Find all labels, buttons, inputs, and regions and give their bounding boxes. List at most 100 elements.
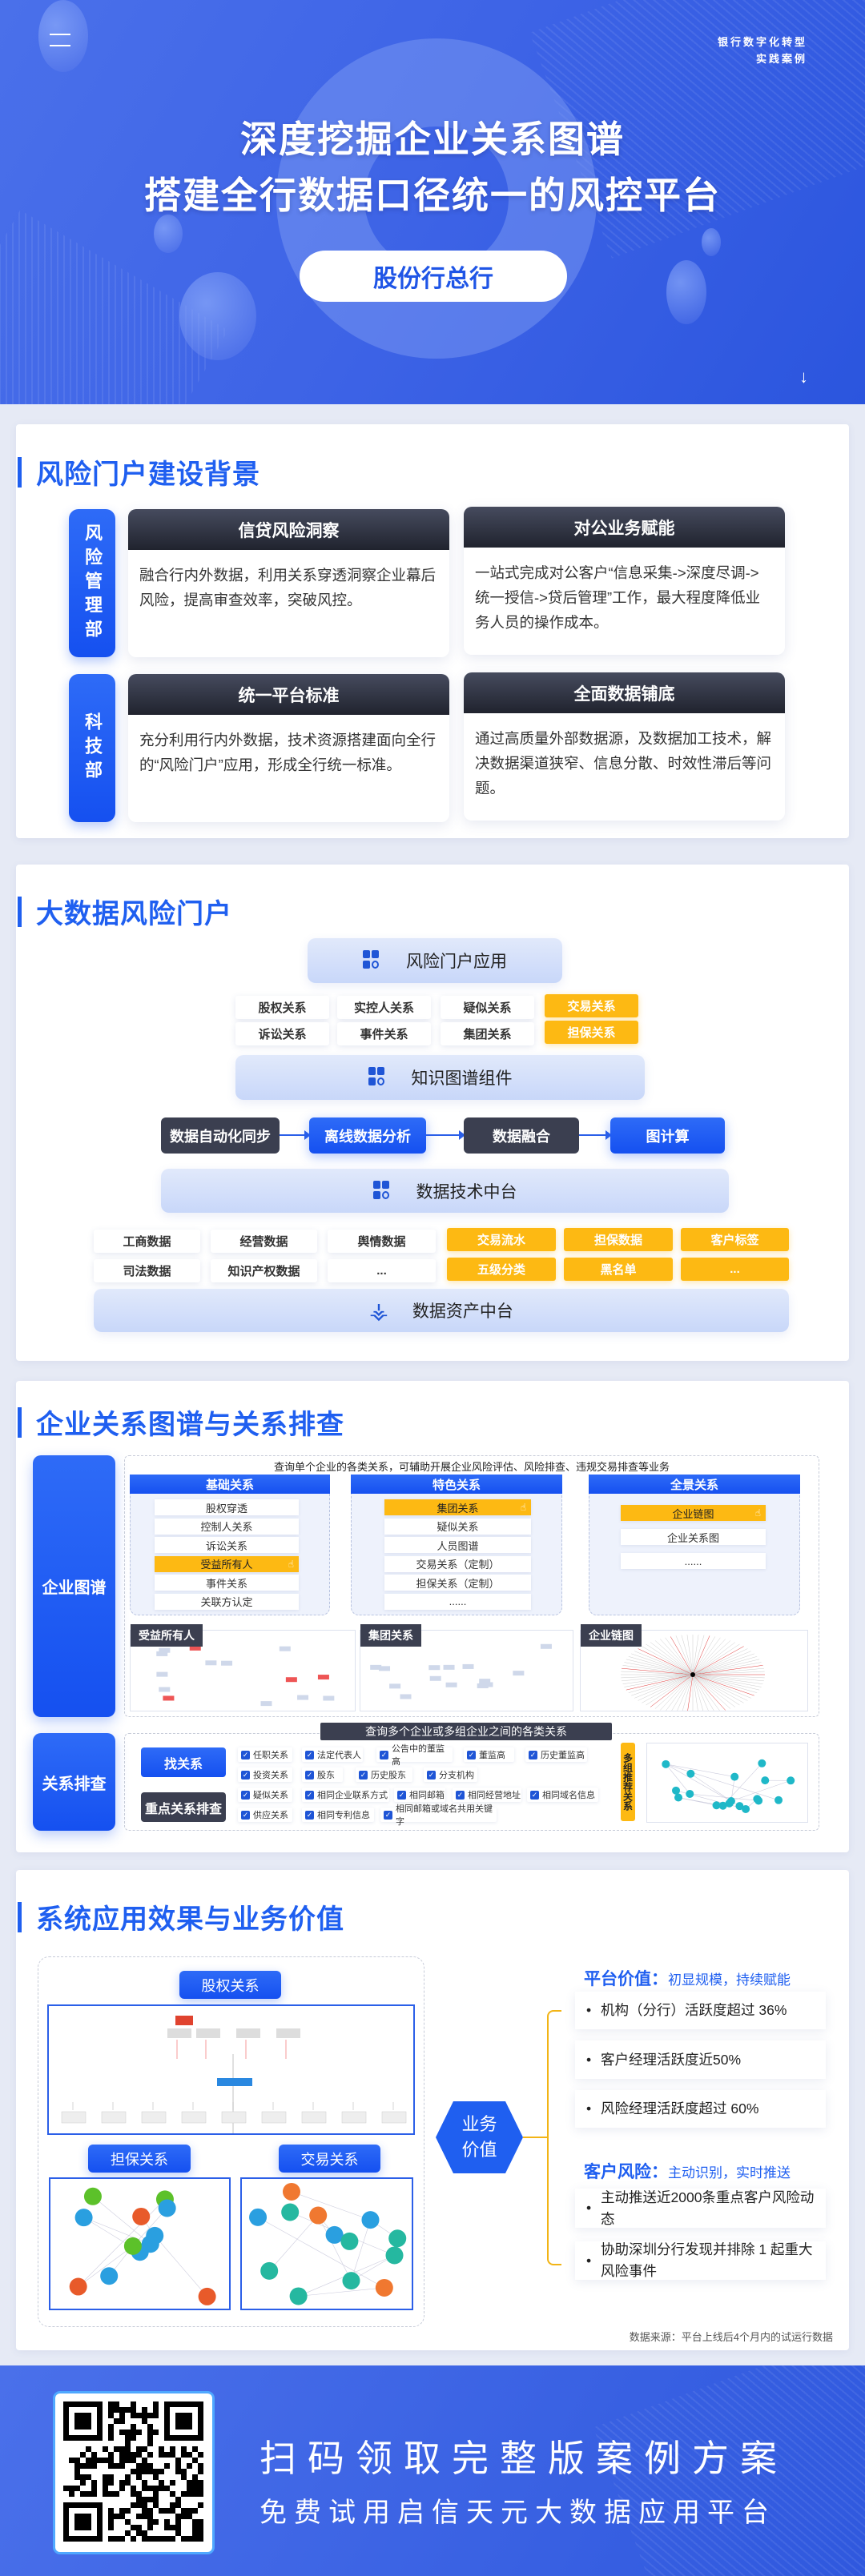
key-relation-check-button[interactable]: 重点关系排查 xyxy=(141,1792,226,1822)
scroll-down-arrow-icon[interactable]: ↓ xyxy=(799,367,808,387)
heading-text: 客户风险： xyxy=(584,2163,668,2181)
graph-node xyxy=(686,1769,695,1778)
graph-preview: 受益所有人 xyxy=(130,1624,356,1711)
graph-node xyxy=(342,2272,360,2290)
relation-option-checkbox[interactable]: ✓供应关系 xyxy=(238,1808,292,1822)
flow-arrow-icon xyxy=(280,1130,311,1140)
graph-node xyxy=(375,2278,393,2297)
graph-node xyxy=(774,1796,783,1804)
qr-code[interactable] xyxy=(55,2393,212,2552)
flow-step: 数据自动化同步 xyxy=(161,1117,280,1154)
equity-graph-image xyxy=(47,2004,415,2135)
relation-item[interactable]: ...... xyxy=(621,1553,766,1569)
option-label: 相同邮箱或域名共用关键字 xyxy=(396,1804,493,1827)
relation-item[interactable]: 交易关系（定制） xyxy=(384,1555,531,1572)
preview-label: 企业链图 xyxy=(581,1624,642,1647)
relation-item[interactable]: ...... xyxy=(384,1593,531,1610)
relation-item[interactable]: 企业关系图 xyxy=(621,1529,766,1545)
relation-option-checkbox[interactable]: ✓相同域名信息 xyxy=(527,1788,598,1802)
checkbox-checked-icon: ✓ xyxy=(241,1750,250,1759)
relation-item[interactable]: 集团关系☝ xyxy=(384,1499,531,1515)
relation-check-tab[interactable]: 关系排查 xyxy=(33,1733,115,1831)
graph-node xyxy=(282,2182,300,2201)
relation-option-checkbox[interactable]: ✓相同企业联系方式 xyxy=(302,1788,389,1802)
relation-item[interactable]: 事件关系 xyxy=(155,1575,299,1591)
relation-item[interactable]: 关联方认定 xyxy=(155,1593,299,1610)
flow-step: 数据融合 xyxy=(464,1117,579,1154)
relation-item-label: 人员图谱 xyxy=(437,1539,479,1552)
series-tag: 银行数字化转型 实践案例 xyxy=(718,34,807,67)
option-label: 相同企业联系方式 xyxy=(317,1791,388,1800)
relation-tag: 事件关系 xyxy=(337,1022,431,1045)
option-label: 股东 xyxy=(317,1771,335,1780)
menu-icon[interactable] xyxy=(50,34,70,46)
section-title: 企业关系图谱与关系排查 xyxy=(36,1410,344,1440)
business-value-hexagon xyxy=(436,2101,523,2173)
layer-portal-app: 风险门户应用 xyxy=(308,938,562,983)
series-tag-line: 银行数字化转型 xyxy=(717,36,807,48)
recommend-label: 多组推荐关系 xyxy=(622,1753,634,1811)
relation-option-checkbox[interactable]: ✓公告中的董监高 xyxy=(376,1744,453,1767)
graph-node xyxy=(787,1776,795,1785)
relation-option-checkbox[interactable]: ✓分支机构 xyxy=(424,1767,477,1782)
cursor-click-icon: ☝ xyxy=(288,1558,294,1570)
relation-item[interactable]: 诉讼关系 xyxy=(155,1537,299,1553)
relation-option-checkbox[interactable]: ✓股东 xyxy=(302,1767,343,1782)
find-relation-button[interactable]: 找关系 xyxy=(141,1747,226,1777)
preview-label: 受益所有人 xyxy=(131,1624,203,1647)
relation-option-checkbox[interactable]: ✓任职关系 xyxy=(238,1747,292,1762)
relation-option-checkbox[interactable]: ✓相同邮箱 xyxy=(394,1788,445,1802)
value-item: 协助深圳分行发现并排除 1 起重大风险事件 xyxy=(575,2241,826,2280)
graph-node xyxy=(718,1801,727,1810)
graph-node xyxy=(712,1801,721,1810)
option-label: 历史股东 xyxy=(371,1771,406,1780)
relation-option-checkbox[interactable]: ✓相同专利信息 xyxy=(302,1808,374,1822)
data-tag: ... xyxy=(328,1259,436,1282)
relation-item[interactable]: 股权穿透 xyxy=(155,1499,299,1515)
value-item: 主动推送近2000条重点客户风险动态 xyxy=(575,2189,826,2228)
heading-text: 平台价值： xyxy=(584,1970,668,1988)
graph-node xyxy=(758,1759,766,1767)
bracket-connector xyxy=(523,2137,547,2138)
relation-item[interactable]: 担保关系（定制） xyxy=(384,1575,531,1591)
background-card: 对公业务赋能一站式完成对公客户“信息采集->深度尽调->统一授信->贷后管理”工… xyxy=(464,507,785,655)
relation-option-checkbox[interactable]: ✓投资关系 xyxy=(238,1767,292,1782)
column-header: 基础关系 xyxy=(130,1475,330,1494)
graph-preview-image xyxy=(621,1635,765,1715)
graph-node xyxy=(742,1804,750,1813)
relation-tag: 诉讼关系 xyxy=(235,1022,329,1045)
relation-item[interactable]: 疑似关系 xyxy=(384,1518,531,1535)
option-label: 法定代表人 xyxy=(317,1751,361,1760)
relation-option-checkbox[interactable]: ✓相同经营地址 xyxy=(453,1788,521,1802)
relation-item[interactable]: 企业链图☝ xyxy=(621,1505,766,1521)
hub-label-line: 价值 xyxy=(461,2140,497,2160)
relation-option-checkbox[interactable]: ✓法定代表人 xyxy=(302,1747,363,1762)
graph-node xyxy=(158,2199,176,2217)
relation-item[interactable]: 受益所有人☝ xyxy=(155,1555,299,1572)
graph-node xyxy=(123,2237,142,2255)
graph-node xyxy=(385,2246,404,2265)
relation-option-checkbox[interactable]: ✓相同邮箱或域名共用关键字 xyxy=(380,1804,497,1827)
decor-ball xyxy=(179,272,256,360)
relation-option-checkbox[interactable]: ✓历史股东 xyxy=(356,1767,412,1782)
relation-item[interactable]: 控制人关系 xyxy=(155,1518,299,1535)
relation-option-checkbox[interactable]: ✓董监高 xyxy=(464,1747,514,1762)
data-tag-custom: ... xyxy=(681,1258,789,1281)
series-tag-line: 实践案例 xyxy=(755,53,807,65)
recommend-graph-image xyxy=(646,1743,808,1823)
relation-tag: 疑似关系 xyxy=(441,996,534,1019)
flow-step: 离线数据分析 xyxy=(309,1117,426,1154)
relation-item-label: 疑似关系 xyxy=(437,1521,479,1533)
relation-option-checkbox[interactable]: ✓疑似关系 xyxy=(238,1788,292,1802)
option-label: 公告中的董监高 xyxy=(392,1744,445,1767)
relation-option-checkbox[interactable]: ✓历史董监高 xyxy=(525,1747,587,1762)
section-heading: 大数据风险门户 xyxy=(18,892,232,931)
checkbox-checked-icon: ✓ xyxy=(359,1770,368,1780)
background-card: 全面数据铺底通过高质量外部数据源，及数据加工技术，解决数据渠道狭窄、信息分散、时… xyxy=(464,672,785,821)
graph-node xyxy=(361,2211,380,2229)
layer-label: 知识图谱组件 xyxy=(411,1069,513,1088)
heading-sub: 主动识别，实时推送 xyxy=(668,2165,791,2181)
relation-item[interactable]: 人员图谱 xyxy=(384,1537,531,1553)
graph-node xyxy=(309,2206,328,2225)
enterprise-graph-tab[interactable]: 企业图谱 xyxy=(33,1455,115,1717)
